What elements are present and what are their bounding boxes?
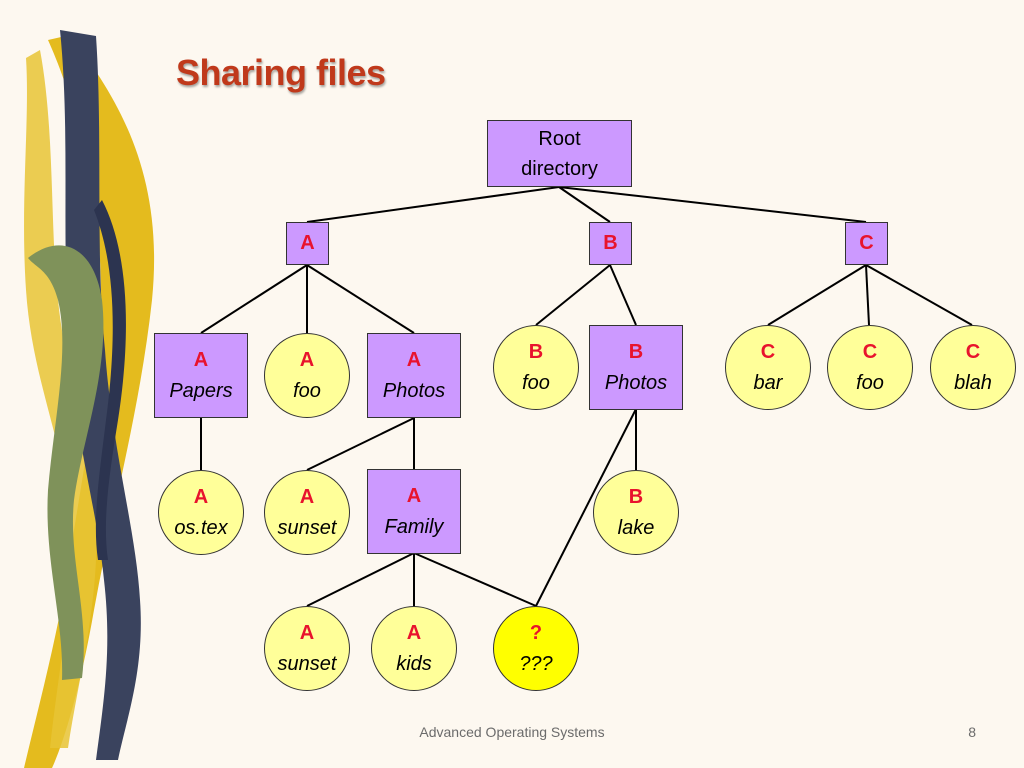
slide-page-number: 8 [968,724,976,740]
node-name: kids [396,652,432,675]
decorative-brush-strokes [24,30,155,768]
file-node-c-blah: C blah [930,325,1016,410]
edge-dir-c-c-blah [865,264,973,326]
node-name: foo [856,371,884,394]
owner-label: A [299,485,315,508]
edge-a-family-unknown [413,552,537,607]
directory-node-b: B [589,222,632,265]
owner-label: C [760,340,776,363]
node-name: Photos [382,379,446,402]
node-name: foo [293,379,321,402]
directory-node-a-papers: A Papers [154,333,248,418]
directory-node-c: C [845,222,888,265]
edge-dir-c-c-bar [767,264,867,326]
edge-root-dir-b [558,186,611,223]
edge-b-photos-unknown [535,408,637,607]
file-node-b-lake: B lake [593,470,679,555]
node-name: foo [522,371,550,394]
edge-a-photos-a-sunset-1 [306,417,415,471]
file-node-c-bar: C bar [725,325,811,410]
owner-label: C [859,232,874,254]
owner-label: C [965,340,981,363]
node-name: lake [617,516,655,539]
edge-root-dir-a [306,186,560,223]
file-node-c-foo: C foo [827,325,913,410]
root-label-line1: Root [538,127,581,150]
owner-label: A [299,621,315,644]
owner-label: A [406,348,422,371]
owner-label: B [528,340,544,363]
node-name: Family [384,515,444,538]
file-node-unknown: ? ??? [493,606,579,691]
owner-label: ? [529,621,543,644]
root-directory-node: Root directory [487,120,632,187]
node-name: Papers [169,379,233,402]
owner-label: A [406,484,422,507]
file-node-a-sunset-1: A sunset [264,470,350,555]
owner-label: B [603,232,618,254]
file-node-a-ostex: A os.tex [158,470,244,555]
file-node-a-foo: A foo [264,333,350,418]
edge-dir-c-c-foo [865,264,870,326]
node-name: ??? [519,652,553,675]
file-node-b-foo: B foo [493,325,579,410]
owner-label: B [628,340,644,363]
slide-footer: Advanced Operating Systems [419,724,605,740]
directory-node-b-photos: B Photos [589,325,683,410]
owner-label: C [862,340,878,363]
owner-label: A [193,485,209,508]
owner-label: A [406,621,422,644]
node-name: bar [753,371,783,394]
owner-label: A [299,348,315,371]
owner-label: A [300,232,315,254]
edge-root-dir-c [558,186,867,223]
edge-dir-b-b-photos [609,264,637,326]
directory-node-a-photos: A Photos [367,333,461,418]
edge-dir-b-b-foo [535,264,611,326]
node-name: os.tex [174,516,228,539]
file-node-a-kids: A kids [371,606,457,691]
edge-a-family-a-sunset-2 [306,552,415,607]
node-name: sunset [277,652,337,675]
slide-title: Sharing files [176,52,386,93]
file-node-a-sunset-2: A sunset [264,606,350,691]
node-name: blah [954,371,992,394]
edge-dir-a-a-photos [306,264,415,334]
node-name: Photos [604,371,668,394]
owner-label: B [628,485,644,508]
directory-node-a-family: A Family [367,469,461,554]
owner-label: A [193,348,209,371]
node-name: sunset [277,516,337,539]
root-label-line2: directory [521,157,598,180]
directory-node-a: A [286,222,329,265]
edge-dir-a-a-papers [200,264,308,334]
